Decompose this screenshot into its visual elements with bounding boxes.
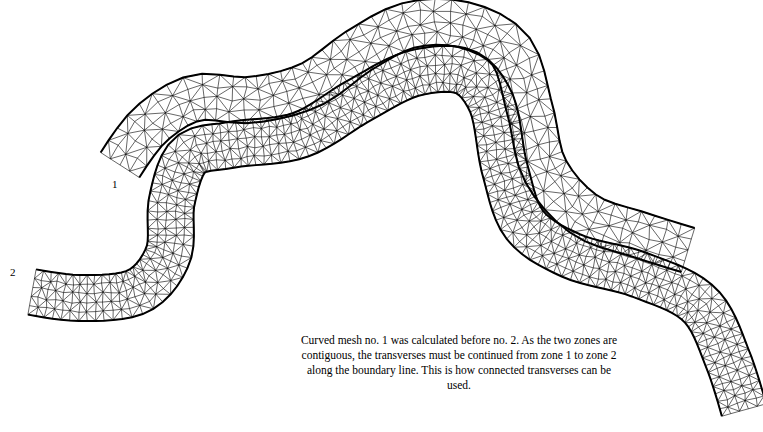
mesh-zone-1	[101, 0, 695, 272]
zone-boundary	[28, 92, 722, 416]
mesh-zone-2	[28, 46, 763, 416]
zone-boundary	[139, 45, 681, 272]
zone-boundary	[101, 0, 695, 228]
zone-number: 1	[112, 178, 118, 191]
zone-number: 2	[10, 266, 16, 279]
caption: Curved mesh no. 1 was calculated before …	[298, 332, 620, 394]
